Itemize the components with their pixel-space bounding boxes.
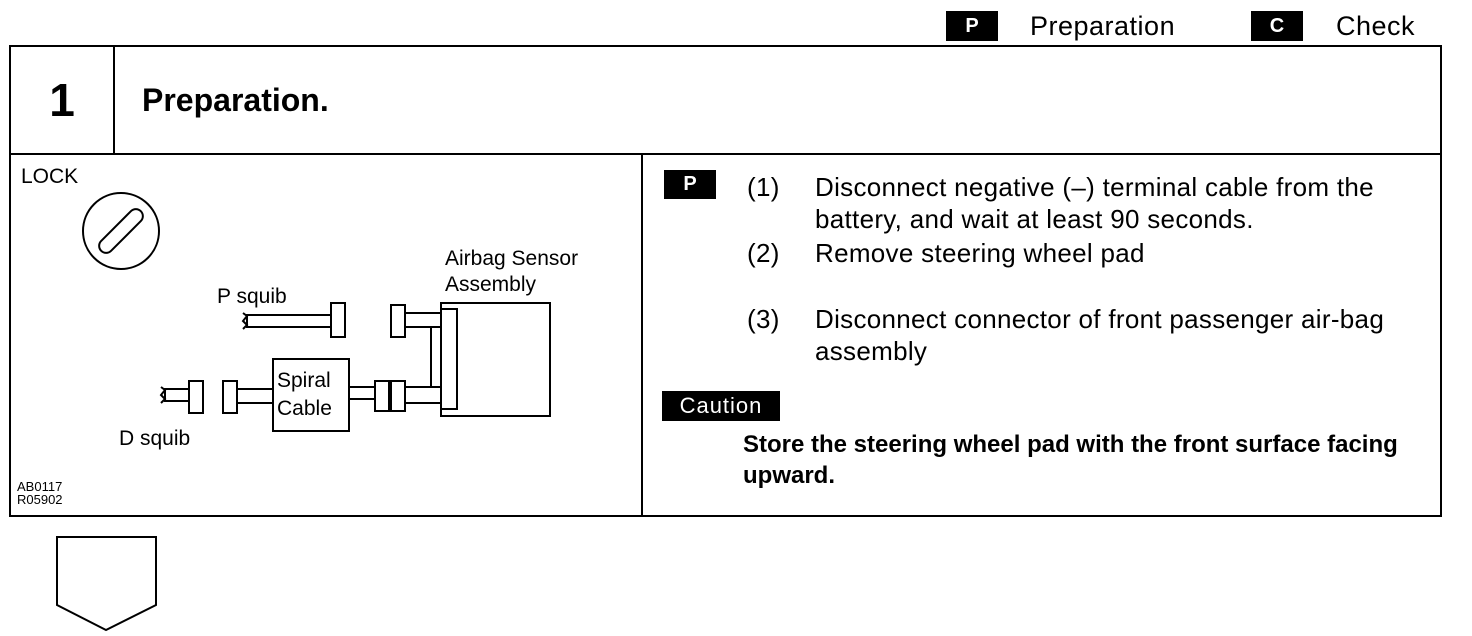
step-number: 1 [11,47,115,153]
preparation-step-badge: P [664,170,716,199]
spiral-label-line1: Spiral [277,369,331,392]
instruction-number: (2) [747,238,780,268]
instruction-number: (1) [747,172,780,202]
figure-code-2: R05902 [17,492,63,507]
instruction-text: Disconnect connector of front passenger … [815,304,1385,366]
legend-check: C Check [1251,8,1415,44]
instruction-text: Disconnect negative (–) terminal cable f… [815,172,1374,234]
step-header: 1 Preparation. [11,47,1440,155]
sensor-connector-bar [440,308,458,410]
preparation-badge: P [946,11,998,41]
caution-text: Store the steering wheel pad with the fr… [743,431,1398,489]
spiral-label-line2: Cable [277,397,332,420]
preparation-legend-label: Preparation [1030,10,1176,41]
step-frame: 1 Preparation. LOCK Airbag Sensor Assemb… [9,45,1442,517]
instructions-panel: P (1) Disconnect negative (–) terminal c… [643,153,1440,515]
ignition-lock-icon [82,192,160,270]
instruction-text: Remove steering wheel pad [815,238,1145,268]
figure-panel: LOCK Airbag Sensor Assembly P squib D sq… [11,153,643,515]
sensor-label-line2: Assembly [445,273,537,296]
check-legend-label: Check [1336,10,1416,41]
lock-label: LOCK [21,165,78,188]
p-squib-label: P squib [217,285,287,308]
sensor-label-line1: Airbag Sensor [445,247,578,270]
step-title: Preparation. [142,81,329,118]
check-badge: C [1251,11,1303,41]
legend-preparation: P Preparation [946,8,1175,44]
figure-code-1: AB0117 [17,479,62,494]
caution-badge: Caution [662,391,780,421]
airbag-wiring-diagram: LOCK Airbag Sensor Assembly P squib D sq… [17,165,578,507]
instruction-number: (3) [747,304,780,334]
next-step-arrow-icon [56,536,157,632]
d-squib-label: D squib [119,427,190,450]
